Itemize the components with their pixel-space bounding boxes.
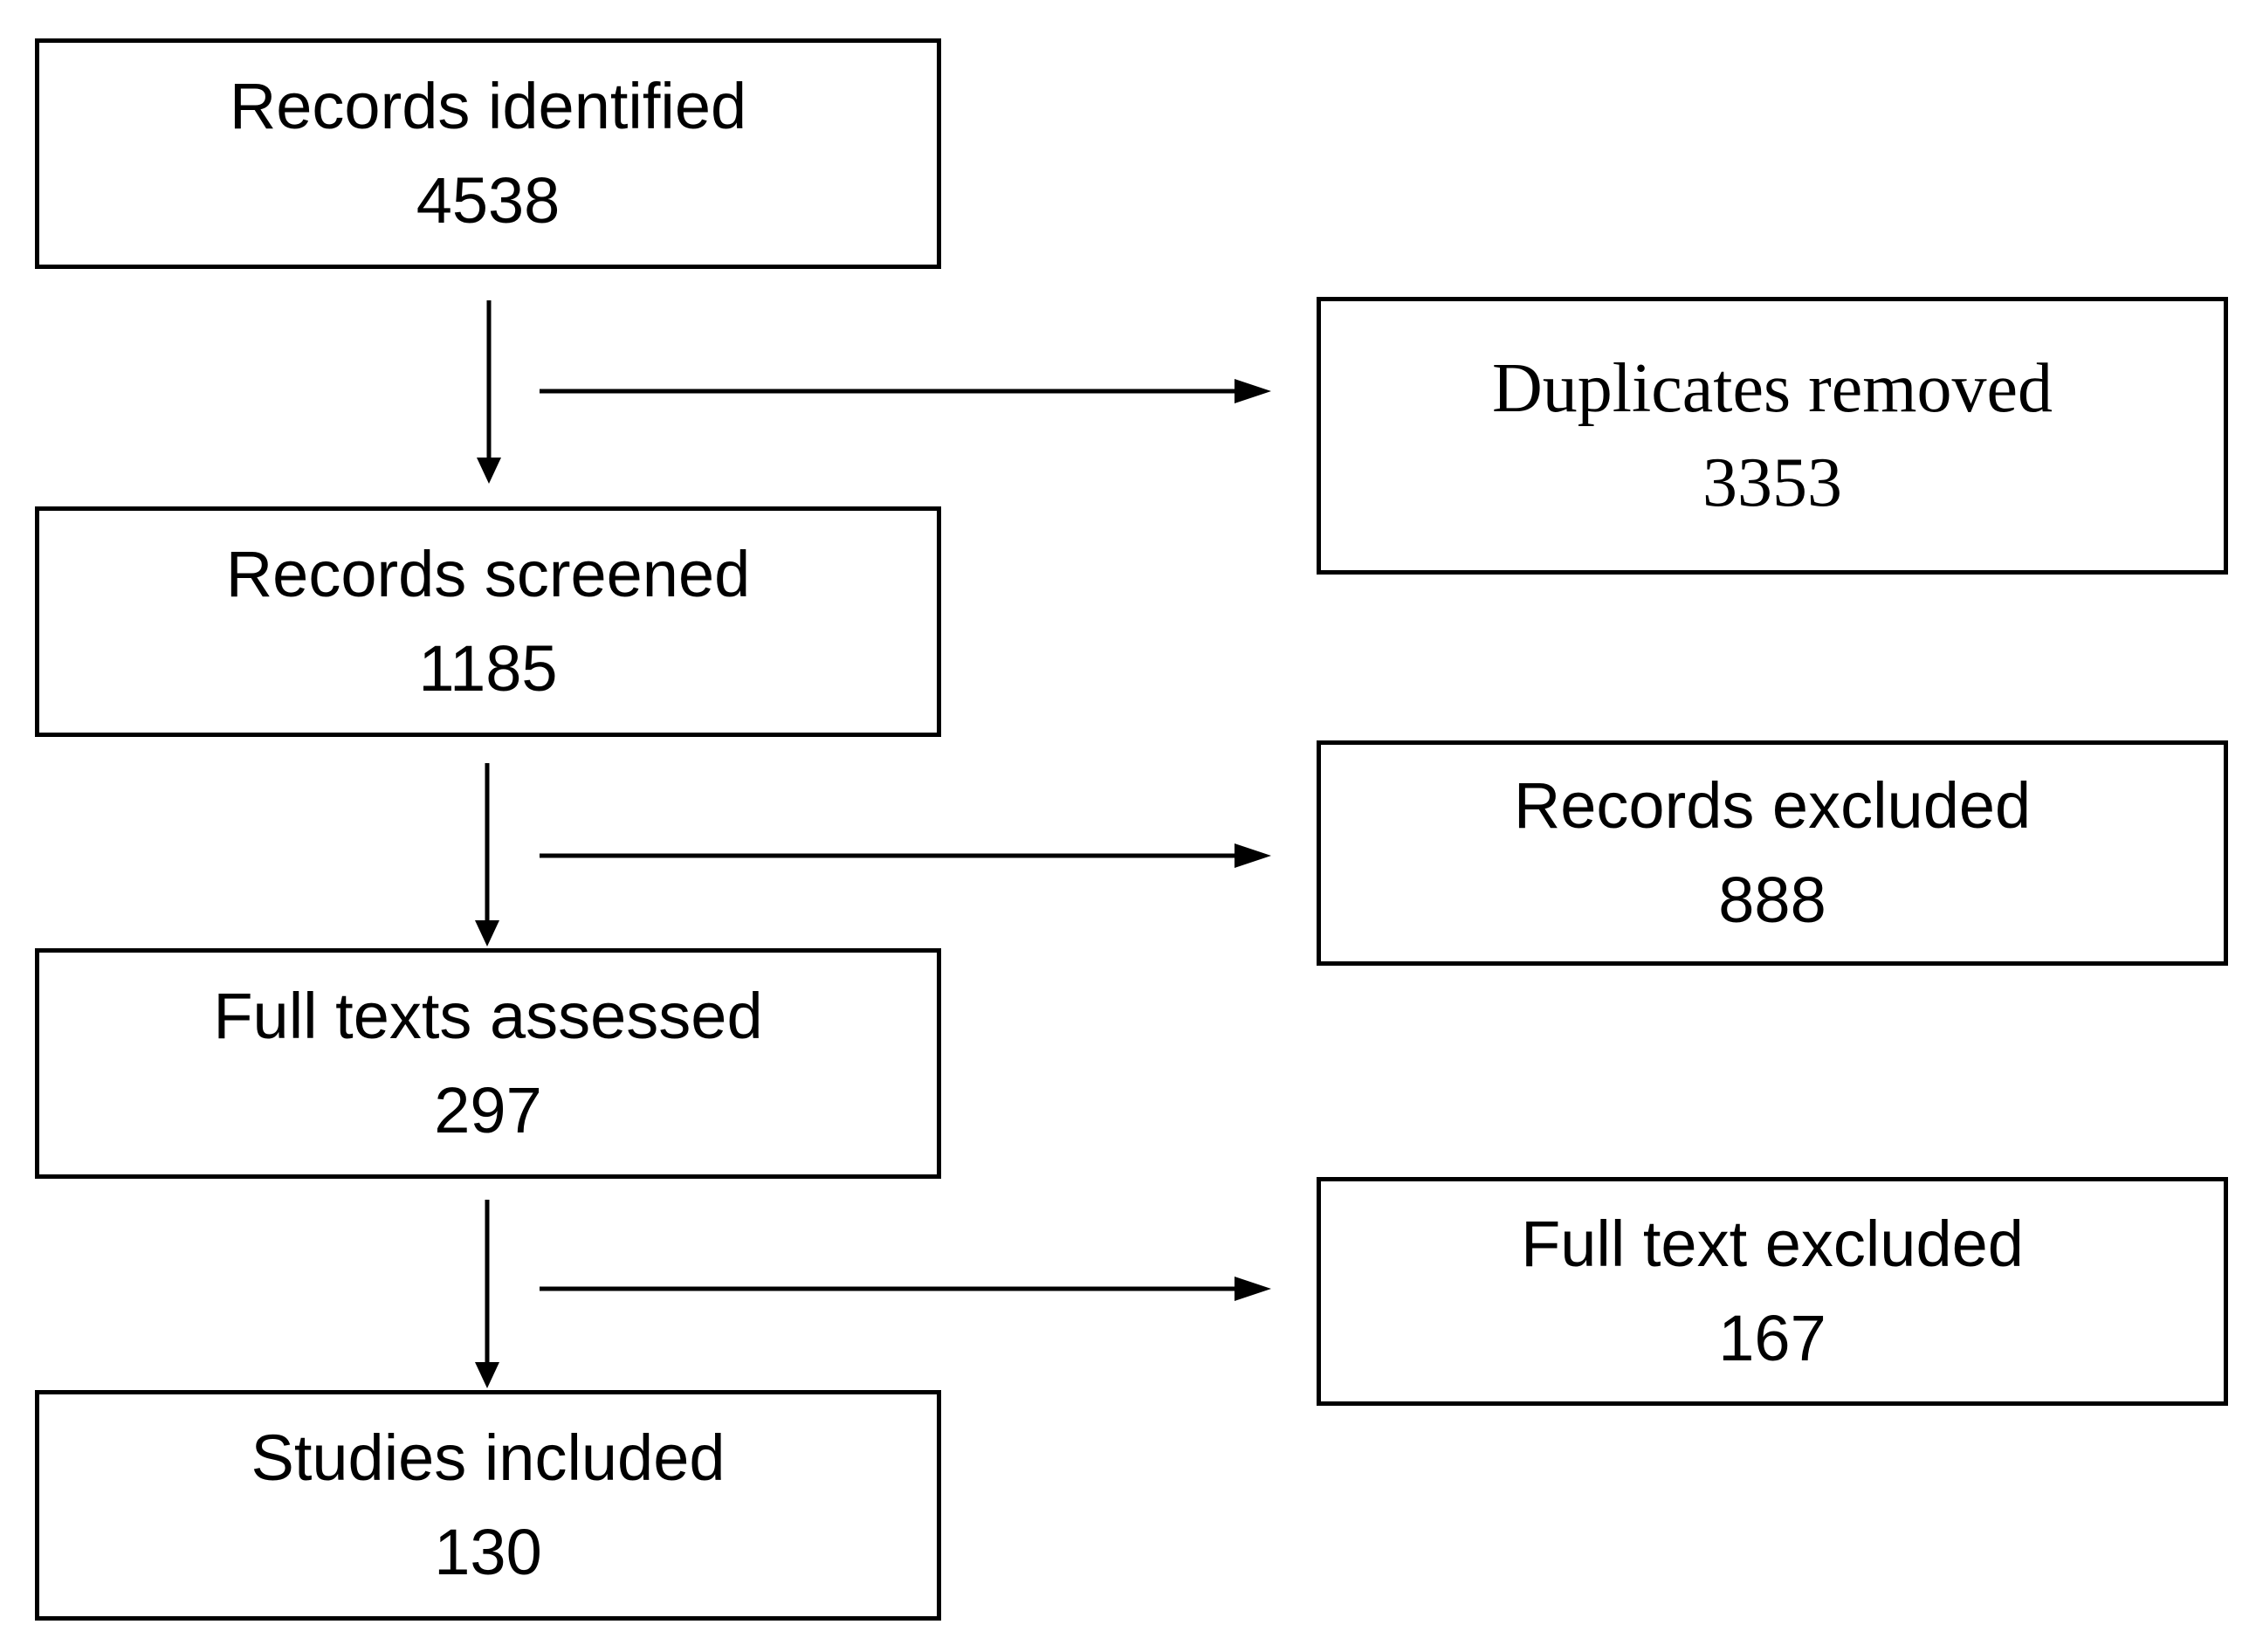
studies-included-count: 130 <box>434 1516 542 1588</box>
records-screened-box: Records screened 1185 <box>35 506 941 737</box>
studies-included-label: Studies included <box>251 1421 726 1494</box>
records-excluded-label: Records excluded <box>1513 769 2032 842</box>
duplicates-removed-count: 3353 <box>1702 444 1842 521</box>
right-arrow-fulltext-excluded <box>540 1277 1271 1301</box>
full-texts-assessed-label: Full texts assessed <box>213 980 763 1052</box>
full-text-excluded-label: Full text excluded <box>1521 1208 2024 1280</box>
down-arrow-1 <box>477 300 501 484</box>
records-excluded-box: Records excluded 888 <box>1317 740 2228 966</box>
records-identified-box: Records identified 4538 <box>35 38 941 269</box>
studies-included-box: Studies included 130 <box>35 1390 941 1621</box>
full-texts-assessed-count: 297 <box>434 1074 542 1146</box>
records-identified-label: Records identified <box>229 70 747 142</box>
records-screened-label: Records screened <box>225 538 751 610</box>
down-arrow-3 <box>475 1200 499 1388</box>
records-excluded-count: 888 <box>1718 864 1826 936</box>
records-identified-count: 4538 <box>416 164 561 237</box>
full-text-excluded-box: Full text excluded 167 <box>1317 1177 2228 1406</box>
right-arrow-duplicates <box>540 379 1271 403</box>
duplicates-removed-box: Duplicates removed 3353 <box>1317 297 2228 575</box>
records-screened-count: 1185 <box>418 632 558 705</box>
down-arrow-2 <box>475 763 499 946</box>
full-text-excluded-count: 167 <box>1718 1302 1826 1374</box>
duplicates-removed-label: Duplicates removed <box>1492 350 2053 427</box>
full-texts-assessed-box: Full texts assessed 297 <box>35 948 941 1179</box>
right-arrow-records-excluded <box>540 843 1271 868</box>
